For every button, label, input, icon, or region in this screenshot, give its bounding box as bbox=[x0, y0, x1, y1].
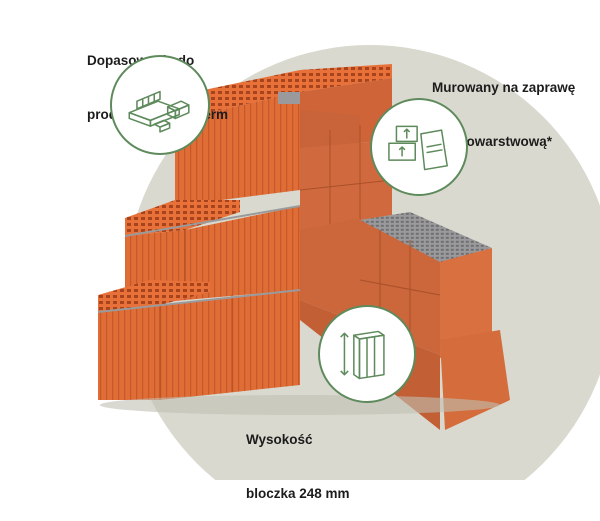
wall-illustration bbox=[97, 45, 600, 480]
left-wall bbox=[97, 200, 301, 400]
label-mortar-line-1: Murowany na zaprawę bbox=[432, 80, 576, 95]
ground-shadow bbox=[100, 395, 500, 415]
label-height-line-2: bloczka 248 mm bbox=[246, 486, 350, 501]
pallet-and-blocks-icon bbox=[110, 55, 210, 155]
mortar-bag-and-boxes-icon bbox=[370, 98, 468, 196]
block-height-icon bbox=[318, 305, 416, 403]
label-height-line-1: Wysokość bbox=[246, 432, 313, 447]
label-block-height: Wysokość bloczka 248 mm bbox=[246, 395, 350, 521]
